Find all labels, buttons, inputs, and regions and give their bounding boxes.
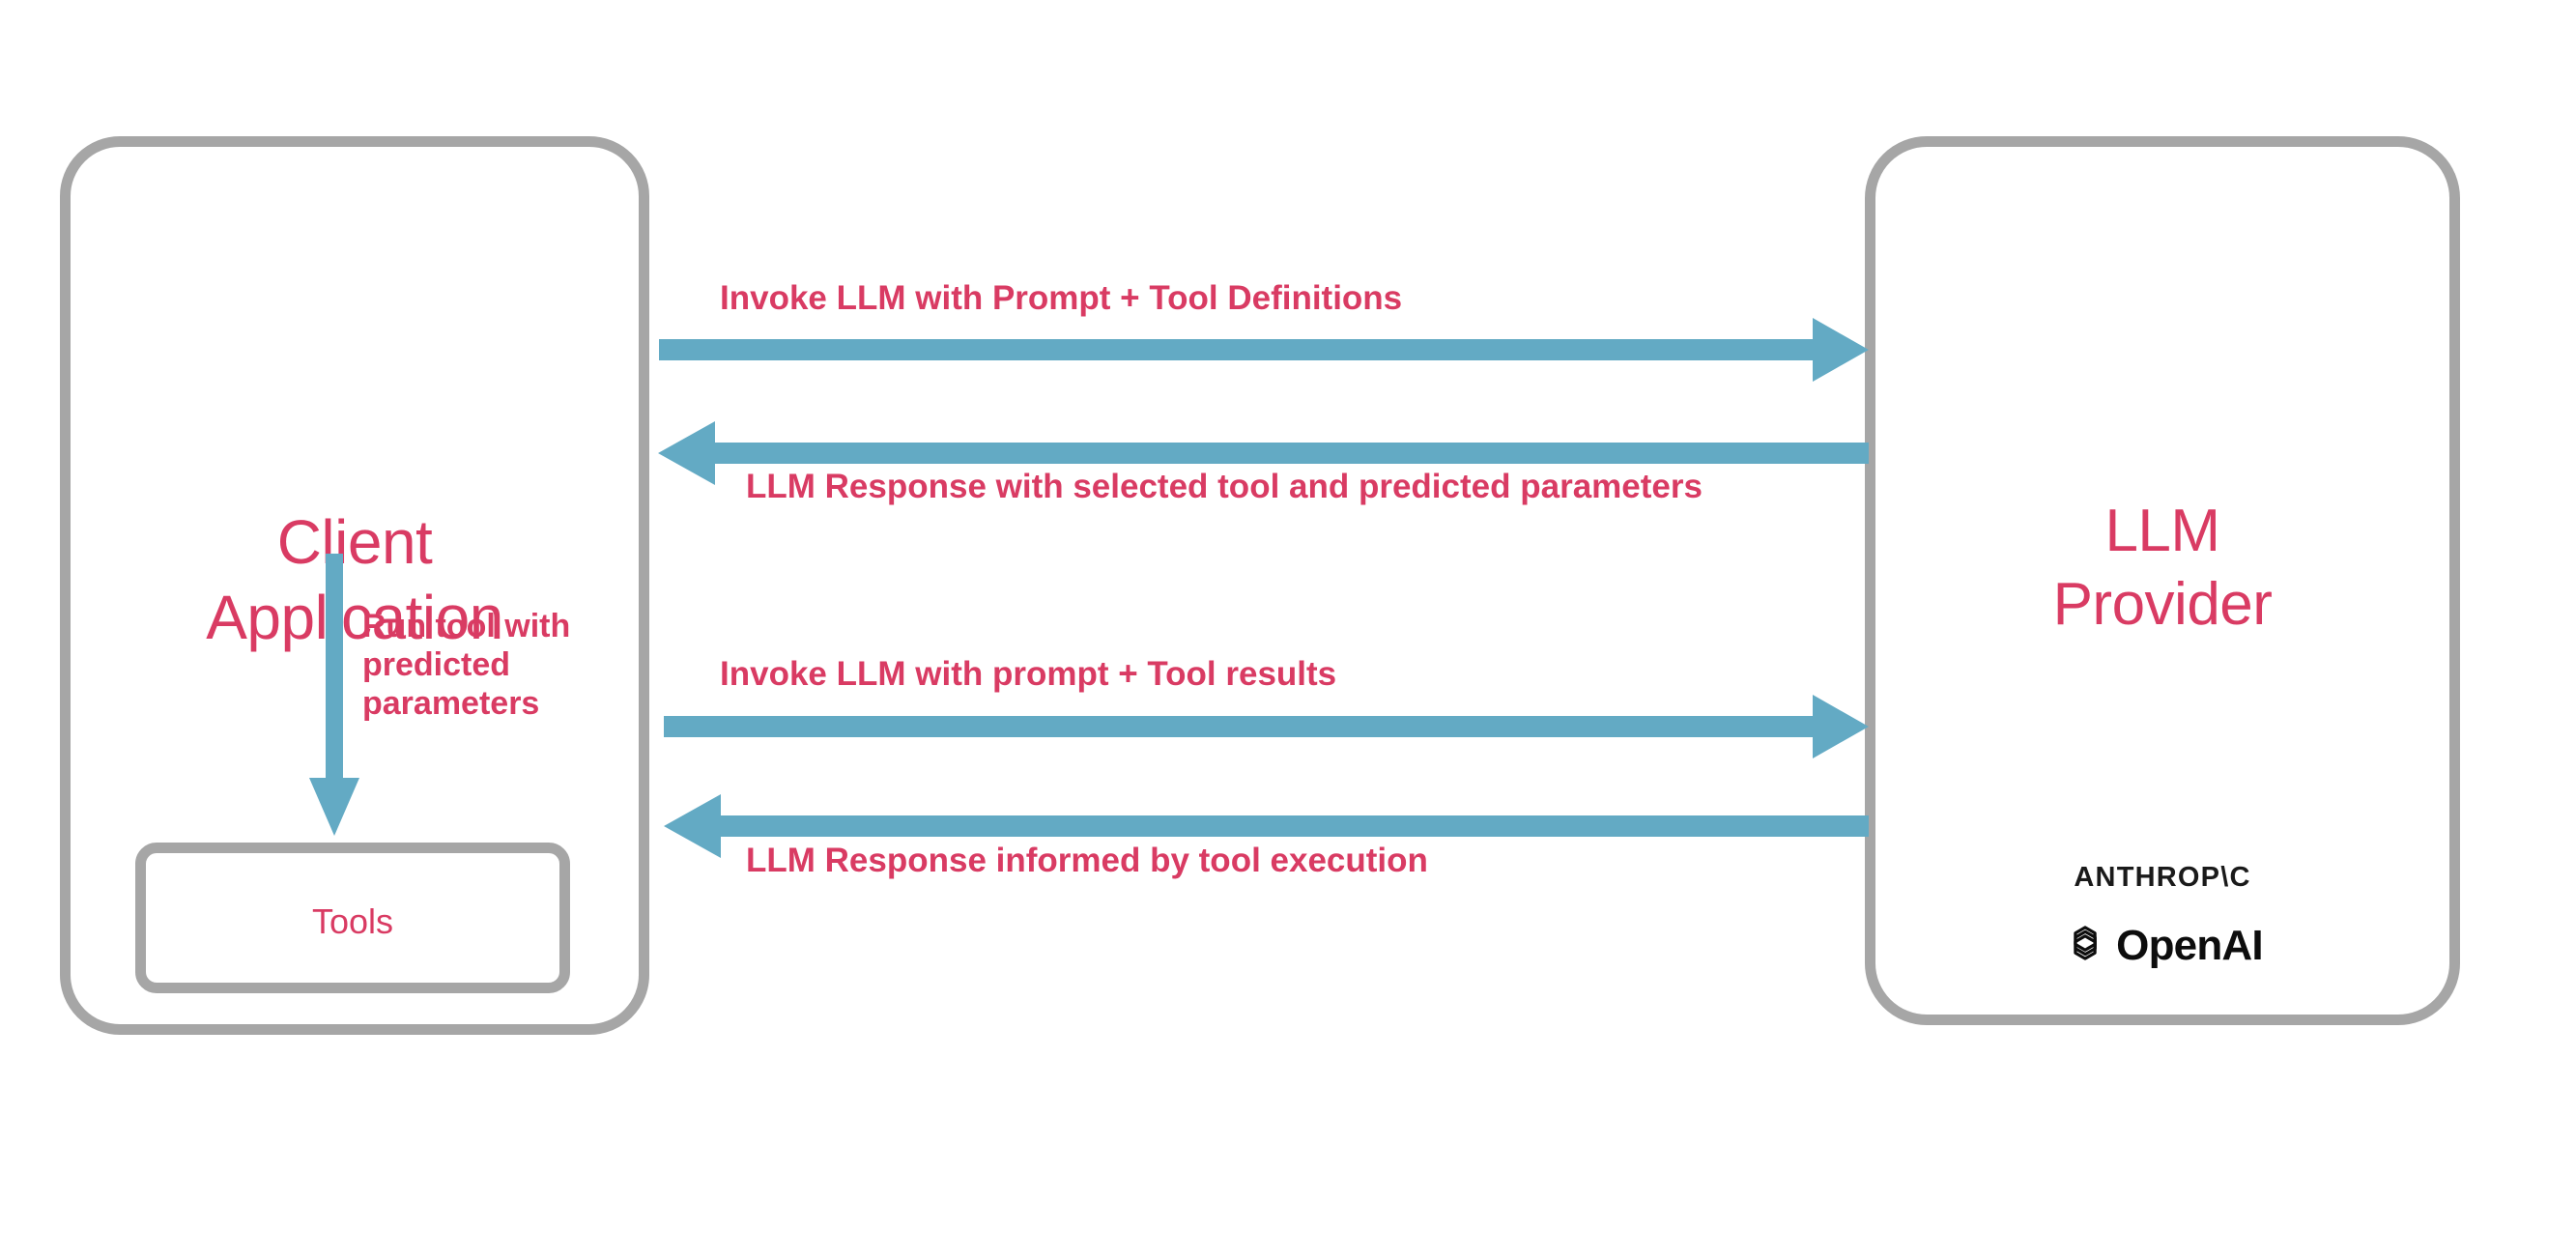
anthropic-logo: ANTHROP\C: [2074, 862, 2251, 893]
openai-logo-group: OpenAI: [1875, 920, 2449, 971]
openai-mark-icon: [2062, 920, 2108, 971]
client-title-line1: Client: [276, 507, 433, 577]
tools-box: Tools: [135, 843, 570, 993]
arrow-invoke-llm-with-prompt-and-tool-results: [664, 691, 1869, 762]
provider-title-line1: LLM: [2104, 498, 2220, 564]
arrow-label-invoke-llm-with-prompt-and-tool-results: Invoke LLM with prompt + Tool results: [720, 655, 1337, 693]
arrow-invoke-llm-with-prompt-and-tool-definitions: [659, 314, 1869, 386]
arrow-label-llm-response-with-selected-tool: LLM Response with selected tool and pred…: [746, 468, 1703, 505]
arrow-label-llm-response-informed-by-tool-execution: LLM Response informed by tool execution: [746, 842, 1428, 879]
llm-provider-title: LLM Provider: [1875, 495, 2449, 641]
llm-provider-box: LLM Provider ANTHROP\C OpenAI: [1865, 136, 2460, 1025]
arrow-label-invoke-llm-with-prompt-and-tool-definitions: Invoke LLM with Prompt + Tool Definition…: [720, 279, 1403, 317]
provider-title-line2: Provider: [2052, 570, 2273, 638]
openai-wordmark: OpenAI: [2116, 921, 2263, 969]
tools-label: Tools: [311, 901, 394, 941]
arrow-label-run-tool-with-predicted-parameters: Run tool with predicted parameters: [362, 608, 571, 723]
